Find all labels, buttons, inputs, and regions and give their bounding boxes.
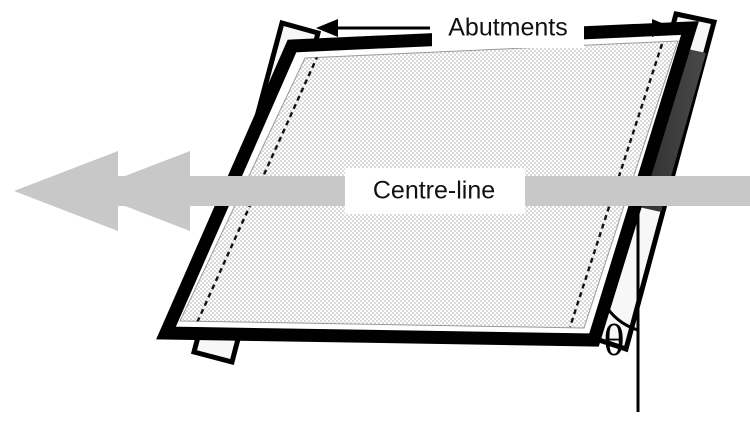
- abutments-label: Abutments: [448, 14, 568, 42]
- centre-line-arrowhead-outer: [14, 151, 118, 231]
- abutment-right-bearing: [639, 48, 706, 212]
- centre-line-arrowhead-inner: [86, 151, 190, 231]
- centre-line-label: Centre-line: [373, 177, 495, 205]
- skew-angle-annotation: θ: [602, 196, 640, 412]
- centre-line-label-group: Centre-line: [345, 168, 525, 214]
- abutments-arrowhead-left: [316, 19, 338, 37]
- centre-line-label-box: [345, 168, 525, 214]
- angle-arc: [602, 302, 639, 332]
- abutments-annotation: Abutments: [316, 8, 674, 48]
- abutments-arrowhead-right: [652, 19, 674, 37]
- skew-angle-label: θ: [603, 316, 624, 365]
- abutments-label-box: [432, 8, 584, 48]
